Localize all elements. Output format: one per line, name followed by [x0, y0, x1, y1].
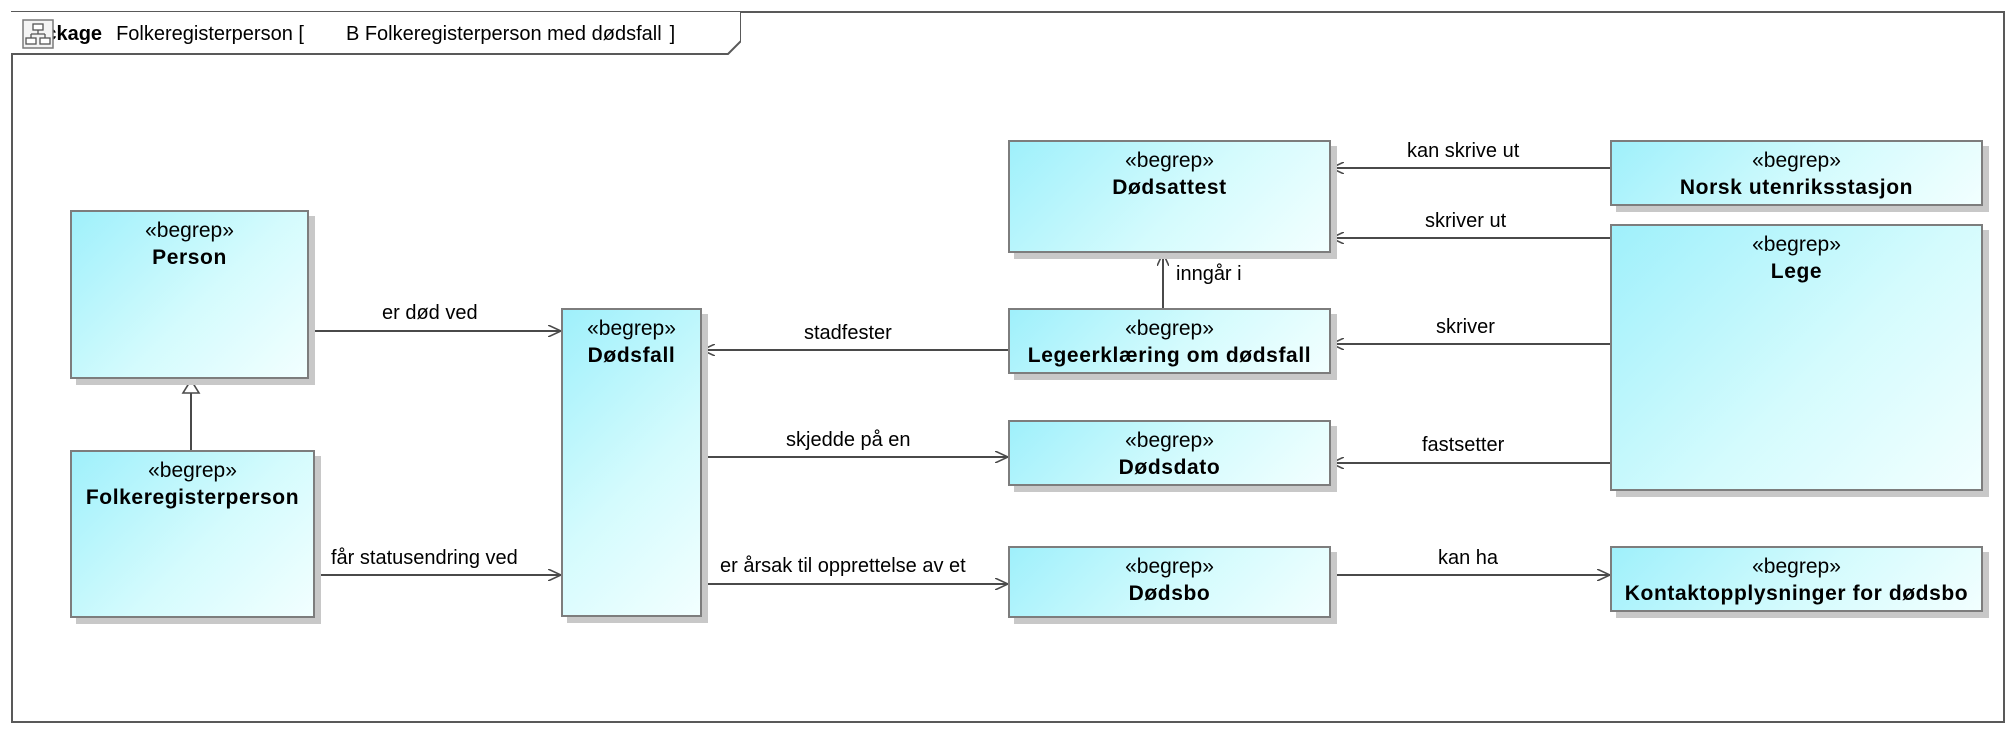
node-title: Norsk utenriksstasjon: [1679, 176, 1914, 199]
diagram-title: B Folkeregisterperson med dødsfall: [345, 22, 662, 45]
node-norsk-utenriksstasjon[interactable]: «begrep» Norsk utenriksstasjon: [1610, 140, 1983, 206]
node-title: Person: [152, 246, 227, 269]
stereotype-label: «begrep»: [148, 459, 237, 482]
class-diagram-icon[interactable]: [22, 19, 340, 49]
edge-label-fastsetter: fastsetter: [1422, 434, 1505, 456]
node-dodsbo[interactable]: «begrep» Dødsbo: [1008, 546, 1331, 618]
node-title: Dødsdato: [1118, 456, 1221, 479]
node-title: Folkeregisterperson: [85, 486, 300, 509]
node-title: Legeerklæring om dødsfall: [1027, 344, 1312, 367]
stereotype-label: «begrep»: [1752, 233, 1841, 256]
edge-label-inngar-i: inngår i: [1176, 263, 1242, 285]
generalization-arrowhead: [181, 378, 201, 394]
edge-label-stadfester: stadfester: [804, 322, 892, 344]
node-title: Dødsfall: [587, 344, 676, 367]
edge-label-er-dod-ved: er død ved: [382, 302, 478, 324]
node-dodsdato[interactable]: «begrep» Dødsdato: [1008, 420, 1331, 486]
package-tab-outline: [11, 11, 741, 55]
edge-label-far-statusendring-ved: får statusendring ved: [331, 547, 518, 569]
package-close-bracket: ]: [669, 22, 676, 45]
edge-label-skriver: skriver: [1436, 316, 1495, 338]
stereotype-label: «begrep»: [1125, 149, 1214, 172]
package-frame: [11, 11, 2005, 723]
stereotype-label: «begrep»: [1752, 149, 1841, 172]
edge-label-kan-ha: kan ha: [1438, 547, 1499, 569]
node-title: Kontaktopplysninger for dødsbo: [1624, 582, 1969, 605]
edge-label-skjedde-pa-en: skjedde på en: [786, 429, 911, 451]
node-legeerklaering[interactable]: «begrep» Legeerklæring om dødsfall: [1008, 308, 1331, 374]
node-lege[interactable]: «begrep» Lege: [1610, 224, 1983, 491]
node-title: Dødsbo: [1128, 582, 1211, 605]
node-dodsattest[interactable]: «begrep» Dødsattest: [1008, 140, 1331, 253]
edge-label-er-arsak: er årsak til opprettelse av et: [720, 555, 966, 577]
node-dodsfall[interactable]: «begrep» Dødsfall: [561, 308, 702, 617]
package-name: Folkeregisterperson [: [116, 22, 304, 45]
stereotype-label: «begrep»: [1125, 555, 1214, 578]
stereotype-label: «begrep»: [587, 317, 676, 340]
stereotype-label: «begrep»: [1125, 317, 1214, 340]
node-kontaktopplysninger[interactable]: «begrep» Kontaktopplysninger for dødsbo: [1610, 546, 1983, 612]
edge-label-kan-skrive-ut: kan skrive ut: [1407, 140, 1520, 162]
node-title: Dødsattest: [1112, 176, 1227, 199]
node-folkeregisterperson[interactable]: «begrep» Folkeregisterperson: [70, 450, 315, 618]
stereotype-label: «begrep»: [1125, 429, 1214, 452]
node-title: Lege: [1770, 260, 1823, 283]
edge-label-skriver-ut: skriver ut: [1425, 210, 1507, 232]
stereotype-label: «begrep»: [1752, 555, 1841, 578]
node-person[interactable]: «begrep» Person: [70, 210, 309, 379]
stereotype-label: «begrep»: [145, 219, 234, 242]
